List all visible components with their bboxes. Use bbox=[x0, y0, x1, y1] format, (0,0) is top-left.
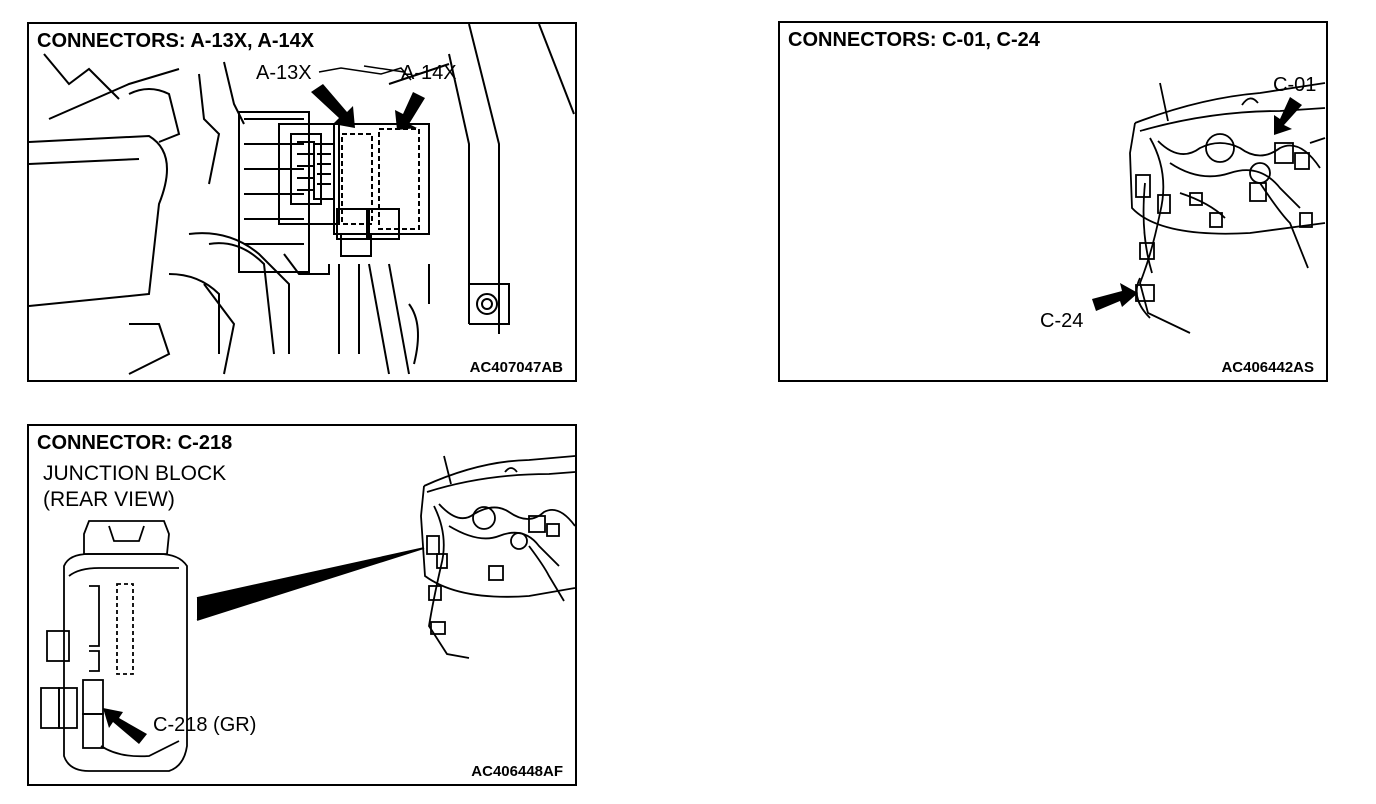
arrow-icons bbox=[103, 708, 147, 744]
connector-label-a14x: A-14X bbox=[401, 62, 457, 84]
panel-connectors-c01-c24: CONNECTORS: C-01, C-24 C-01 C-24 AC40644… bbox=[778, 21, 1328, 382]
panel-title: CONNECTORS: A-13X, A-14X bbox=[37, 30, 315, 52]
panel-connector-c218: CONNECTOR: C-218 JUNCTION BLOCK (REAR VI… bbox=[27, 424, 577, 786]
connector-label-a13x: A-13X bbox=[256, 62, 312, 84]
connector-label-c24: C-24 bbox=[1040, 310, 1084, 332]
connector-label-c01: C-01 bbox=[1273, 74, 1317, 96]
figure-code: AC407047AB bbox=[469, 359, 563, 376]
panel-title: CONNECTOR: C-218 bbox=[37, 432, 233, 454]
engine-bay-fuse-box-drawing bbox=[29, 24, 575, 375]
panel-connectors-a13x-a14x: CONNECTORS: A-13X, A-14X A-13X A-14X AC4… bbox=[27, 22, 577, 382]
arrow-icons bbox=[311, 84, 425, 130]
figure-code: AC406448AF bbox=[471, 763, 563, 780]
subtitle-rear-view: (REAR VIEW) bbox=[43, 488, 175, 511]
arrow-icons bbox=[1092, 97, 1302, 311]
panel-title: CONNECTORS: C-01, C-24 bbox=[788, 29, 1040, 51]
figure-code: AC406442AS bbox=[1221, 359, 1314, 376]
connector-label-c218: C-218 (GR) bbox=[153, 714, 257, 736]
junction-block-drawing bbox=[40, 455, 575, 772]
dashboard-harness-drawing bbox=[1092, 82, 1326, 334]
subtitle-junction-block: JUNCTION BLOCK bbox=[43, 462, 227, 485]
